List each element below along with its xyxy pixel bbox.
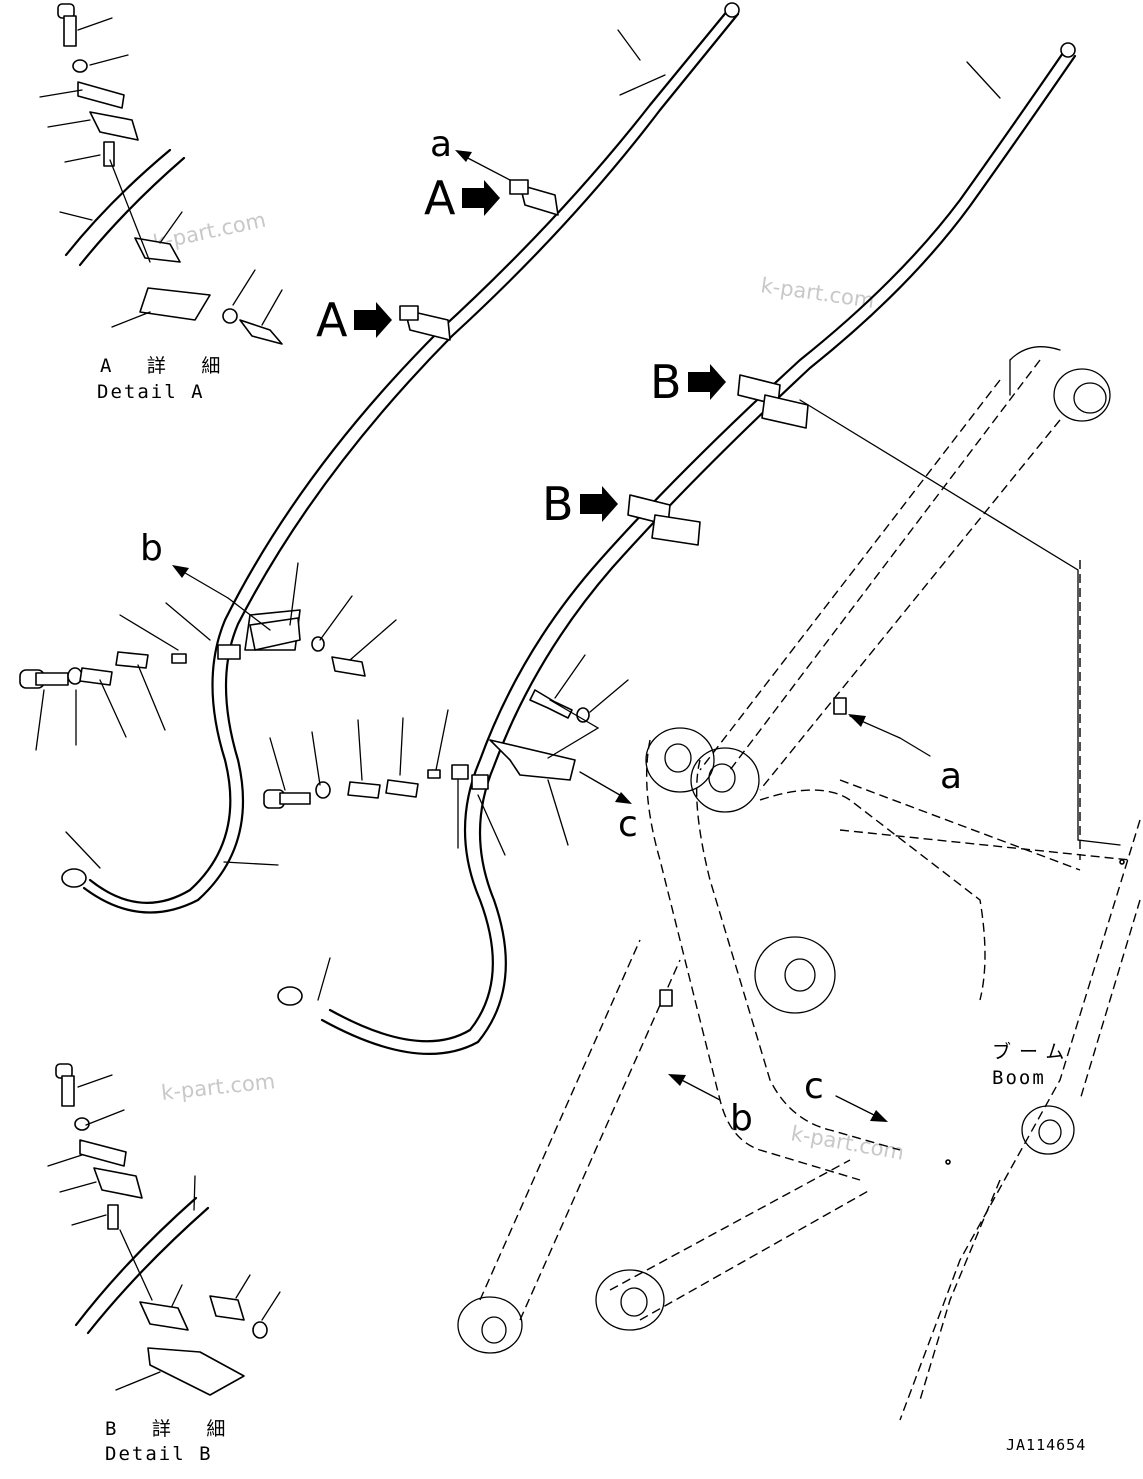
- letter-labels: A A B B a b c a b c: [140, 124, 962, 1139]
- detail-b-title-en: Detail B: [105, 1443, 213, 1465]
- boom-brackets: [659, 697, 1125, 1165]
- label-a-marker-lower: A: [316, 293, 348, 347]
- label-a-pointer-boom: a: [940, 756, 962, 797]
- leader-lines: [35, 61, 1001, 1001]
- watermark-4: k-part.com: [789, 1121, 906, 1164]
- detail-a-title-en: Detail A: [97, 381, 205, 403]
- watermark-2: k-part.com: [759, 273, 876, 313]
- label-b-marker-lower: B: [542, 477, 574, 531]
- detail-block-arrows: [354, 180, 726, 522]
- hose-left: [61, 2, 740, 914]
- block-arrow-b-upper: [688, 364, 726, 400]
- boom-structure: [457, 346, 1141, 1421]
- boom-label-jp: ブーム: [992, 1040, 1072, 1063]
- detail-b: B 詳 細 Detail B: [47, 1063, 281, 1465]
- label-c-pointer-bracket: c: [618, 804, 638, 845]
- boom-label: ブーム Boom: [992, 1040, 1072, 1089]
- label-b-marker-upper: B: [650, 355, 682, 409]
- label-a-pointer-top: a: [430, 124, 452, 165]
- label-b-pointer-boom: b: [730, 1098, 753, 1139]
- detail-b-title-jp: B 詳 細: [105, 1418, 237, 1440]
- drawing-id: JA114654: [1006, 1436, 1086, 1454]
- pointer-arrows: [172, 150, 931, 1122]
- boom-label-en: Boom: [992, 1067, 1046, 1089]
- detail-a: A 詳 細 Detail A: [39, 3, 283, 403]
- hose-right: [277, 42, 1077, 1055]
- label-a-marker-upper: A: [424, 171, 456, 225]
- label-c-pointer-boom: c: [804, 1066, 824, 1107]
- block-arrow-a-upper: [462, 180, 500, 216]
- watermark-3: k-part.com: [160, 1069, 276, 1105]
- exploded-parts: [19, 617, 590, 809]
- label-b-pointer-left: b: [140, 528, 163, 569]
- block-arrow-a-lower: [354, 302, 392, 338]
- block-arrow-b-lower: [580, 486, 618, 522]
- hose-clamps: [217, 179, 809, 790]
- detail-a-title-jp: A 詳 細: [100, 355, 232, 377]
